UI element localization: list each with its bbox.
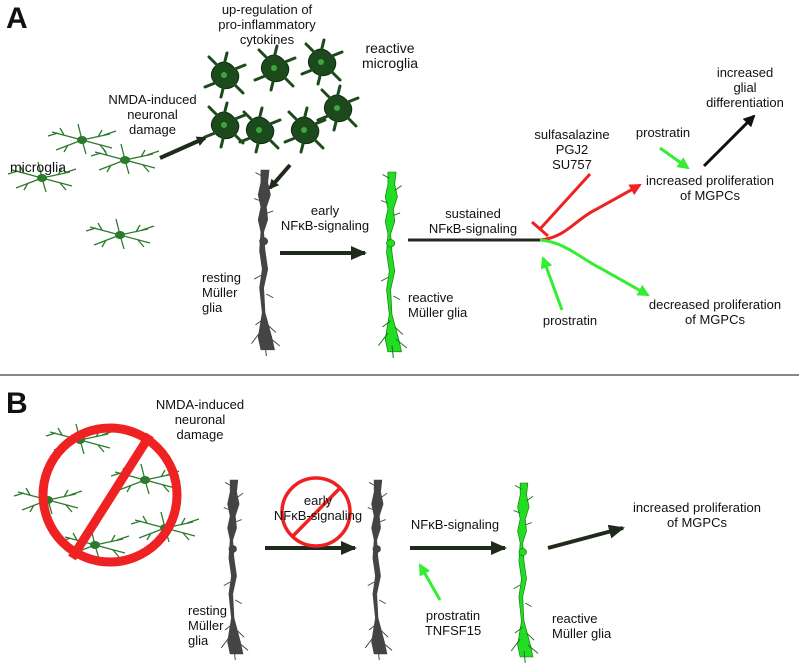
reactive-microglia-a xyxy=(203,38,360,154)
label-glial-differentiation: increased glial differentiation xyxy=(706,65,784,110)
label-increased-prolif-a: increased proliferation of MGPCs xyxy=(646,173,774,203)
label-inhibitors: sulfasalazine PGJ2 SU757 xyxy=(534,127,610,172)
reactive-muller-glia-a xyxy=(377,171,408,359)
label-resting-muller-b: resting Müller glia xyxy=(188,603,228,648)
reactive-muller-glia-b xyxy=(510,482,539,664)
label-prostratin-tnfsf15: prostratin TNFSF15 xyxy=(424,608,482,638)
arrow-decreased-prolif xyxy=(539,238,650,297)
label-nmda-damage-b: NMDA-induced neuronal damage xyxy=(155,397,245,442)
arrow-prostratin-top xyxy=(659,146,690,170)
label-increased-prolif-b: increased proliferation of MGPCs xyxy=(633,500,761,530)
label-nfkb-b: NFκB-signaling xyxy=(410,517,500,532)
prohibition-sign-early-nfkb xyxy=(280,476,352,548)
arrow-nmda-to-reactive xyxy=(159,136,207,160)
inhibitor-bar xyxy=(531,172,592,238)
label-early-nfkb-b: early NFκB-signaling xyxy=(273,493,363,523)
arrow-prostratin-tnfsf xyxy=(418,563,442,601)
label-microglia: microglia xyxy=(10,159,67,175)
label-reactive-microglia: reactive microglia xyxy=(361,40,418,71)
intermediate-muller-glia-b xyxy=(364,479,393,661)
panel-a-letter: A xyxy=(6,2,28,35)
label-prostratin-a-top: prostratin xyxy=(635,125,691,140)
arrow-prostratin-bottom xyxy=(540,256,564,311)
arrow-glial-diff xyxy=(702,114,756,168)
label-upregulation-cytokines: up-regulation of pro-inflammatory cytoki… xyxy=(218,2,316,47)
label-sustained-nfkb: sustained NFκB-signaling xyxy=(428,206,518,236)
panel-b-letter: B xyxy=(6,387,28,420)
label-nmda-damage-a: NMDA-induced neuronal damage xyxy=(108,92,197,137)
resting-muller-glia-a xyxy=(250,169,281,357)
label-reactive-muller-a: reactive Müller glia xyxy=(408,290,468,320)
label-reactive-muller-b: reactive Müller glia xyxy=(552,611,612,641)
arrow-increased-prolif xyxy=(539,183,642,242)
label-decreased-prolif-a: decreased proliferation of MGPCs xyxy=(648,297,782,327)
arrow-reactive-to-muller xyxy=(268,163,292,190)
arrow-increased-prolif-b xyxy=(547,524,625,550)
label-early-nfkb-a: early NFκB-signaling xyxy=(280,203,370,233)
prohibition-sign-microglia xyxy=(38,423,182,567)
label-prostratin-a-bottom: prostratin xyxy=(542,313,598,328)
resting-microglia-a xyxy=(7,123,160,250)
label-resting-muller-a: resting Müller glia xyxy=(202,270,242,315)
